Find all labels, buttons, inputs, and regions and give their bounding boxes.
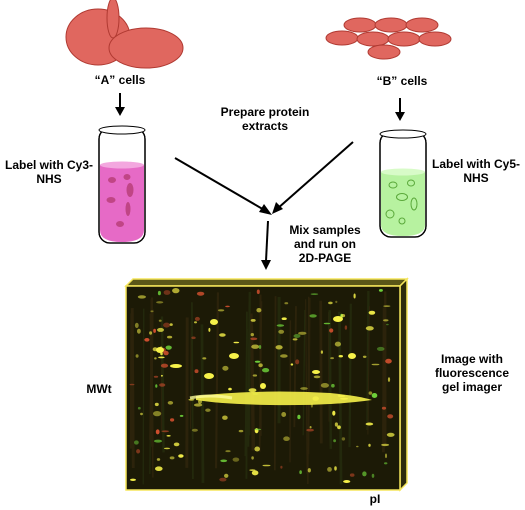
image-line-2: fluorescence (434, 366, 510, 380)
mix-line-1: Mix samples (289, 223, 361, 237)
cells-a-icon (65, 0, 184, 69)
mwt-axis-label: MWt (86, 382, 112, 396)
tube-b-icon (379, 129, 427, 238)
cy3-line-1: Label with Cy3- (4, 158, 93, 172)
arrow-a-down-icon (115, 93, 125, 116)
mix-line-3: 2D-PAGE (298, 251, 352, 265)
cells-b-icon (325, 17, 452, 60)
cy3-line-2: NHS (36, 172, 62, 186)
cy5-line-2: NHS (463, 171, 489, 185)
pi-axis-label: pI (369, 492, 381, 506)
mix-line-2: and run on (294, 237, 356, 251)
prepare-line-1: Prepare protein (220, 105, 310, 119)
arrow-right-diagonal-icon (272, 141, 354, 214)
cells-a-label: “A” cells (94, 73, 146, 87)
arrow-mix-down-icon (261, 220, 271, 270)
gel-image (124, 277, 409, 492)
arrow-left-diagonal-icon (174, 157, 272, 215)
label-cy3-text: Label with Cy3- NHS (0, 158, 98, 186)
cells-b-label: “B” cells (376, 74, 428, 88)
image-line-1: Image with (440, 352, 503, 366)
prepare-line-2: extracts (241, 119, 289, 133)
arrow-b-down-icon (395, 98, 405, 121)
label-cy5-text: Label with Cy5- NHS (427, 157, 525, 185)
prepare-extracts-label: Prepare protein extracts (205, 105, 325, 133)
image-imager-label: Image with fluorescence gel imager (420, 352, 524, 394)
cy5-line-1: Label with Cy5- (431, 157, 520, 171)
mix-samples-label: Mix samples and run on 2D-PAGE (280, 223, 370, 265)
tube-a-icon (98, 125, 146, 244)
image-line-3: gel imager (441, 380, 503, 394)
